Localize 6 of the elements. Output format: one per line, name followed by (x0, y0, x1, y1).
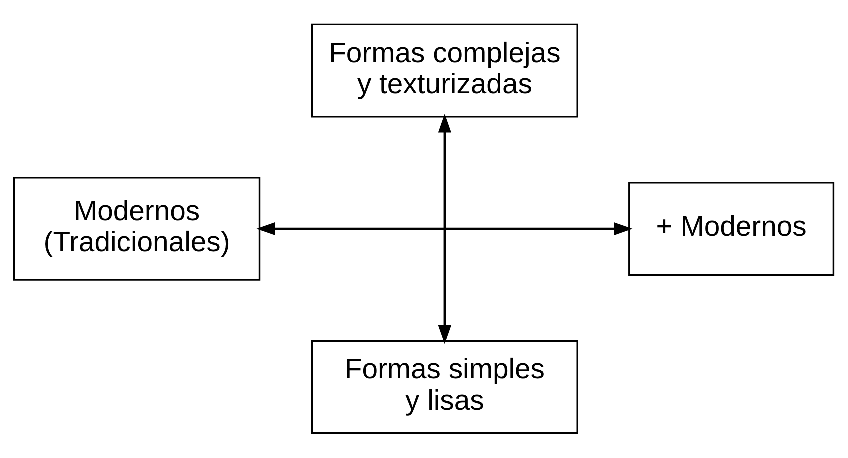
arrow (438, 114, 452, 344)
arrow (256, 222, 633, 236)
node-box: Formas simples y lisas (311, 340, 578, 434)
node-box: + Modernos (628, 182, 835, 276)
node-box: Modernos (Tradicionales) (13, 177, 261, 281)
node-box: Formas complejas y texturizadas (311, 24, 578, 118)
